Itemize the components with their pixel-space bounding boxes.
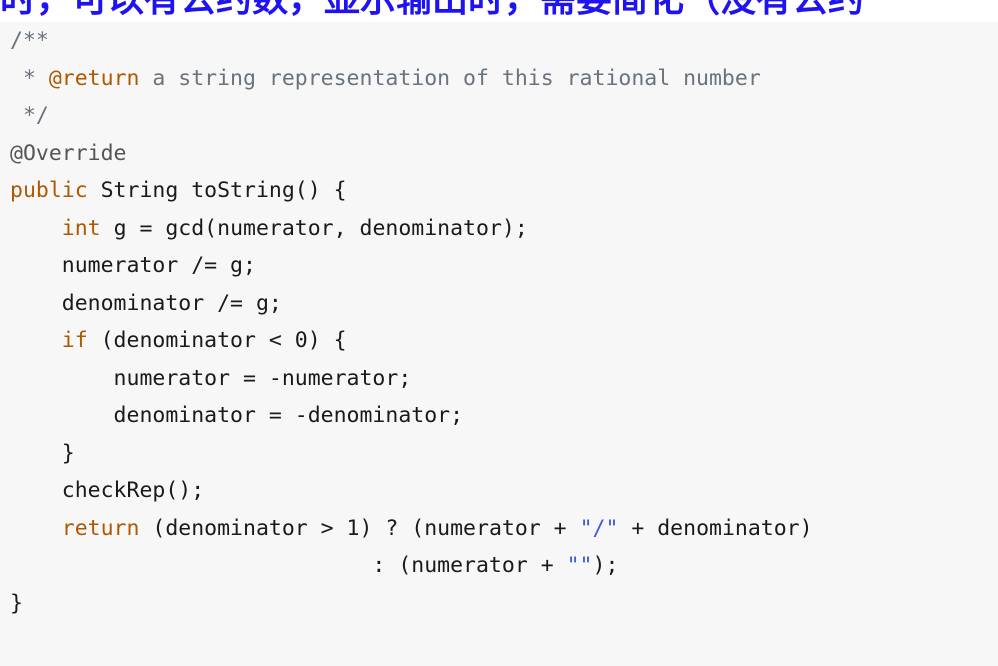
code-line: }	[10, 585, 998, 623]
code-token-plain: checkRep();	[10, 478, 205, 503]
code-token-plain: }	[10, 590, 23, 616]
code-token-kw: return	[61, 515, 140, 541]
code-line: * @return a string representation of thi…	[10, 60, 998, 98]
code-token-plain: + denominator)	[618, 515, 813, 541]
code-line: return (denominator > 1) ? (numerator + …	[10, 510, 998, 548]
code-token-anno: @Override	[10, 140, 127, 166]
code-line: @Override	[10, 135, 998, 173]
code-token-kw: public	[10, 178, 88, 203]
code-token-plain: g = gcd(numerator, denominator);	[100, 215, 528, 241]
code-token-cmt: */	[10, 103, 49, 128]
page-heading: 时，可以有公约数，显示输出时，需要简化（没有公约	[0, 0, 998, 21]
code-line: checkRep();	[10, 472, 998, 510]
code-token-plain: denominator = -denominator;	[10, 403, 464, 428]
code-token-kw: if	[61, 328, 88, 353]
code-token-plain: }	[10, 440, 75, 466]
code-token-plain: (denominator > 1) ? (numerator +	[139, 515, 580, 541]
code-token-plain: );	[592, 553, 619, 578]
code-token-str: ""	[566, 553, 593, 578]
code-token-plain	[10, 328, 62, 353]
code-token-plain	[10, 516, 62, 541]
code-token-tag: @return	[48, 65, 140, 91]
code-token-cmt: /**	[10, 28, 49, 53]
code-line: denominator /= g;	[10, 285, 998, 323]
code-token-plain: numerator /= g;	[10, 253, 256, 278]
code-line: : (numerator + "");	[10, 547, 998, 585]
code-token-str: "/"	[579, 515, 619, 541]
code-token-kw: int	[61, 215, 101, 241]
code-block: /** * @return a string representation of…	[0, 22, 998, 666]
code-line: denominator = -denominator;	[10, 397, 998, 435]
code-token-plain	[10, 216, 62, 241]
code-token-cmt: *	[10, 65, 49, 91]
code-line: numerator /= g;	[10, 247, 998, 285]
code-line: int g = gcd(numerator, denominator);	[10, 210, 998, 248]
code-line: }	[10, 435, 998, 473]
code-token-cmt: a string representation of this rational…	[139, 65, 761, 91]
code-line: public String toString() {	[10, 172, 998, 210]
code-token-plain: : (numerator +	[10, 553, 567, 578]
code-token-plain: numerator = -numerator;	[10, 365, 412, 391]
code-token-plain: String toString() {	[87, 178, 347, 203]
code-listing: /** * @return a string representation of…	[0, 22, 998, 622]
code-line: numerator = -numerator;	[10, 360, 998, 398]
code-token-plain: denominator /= g;	[10, 290, 282, 316]
code-line: /**	[10, 22, 998, 60]
code-line: if (denominator < 0) {	[10, 322, 998, 360]
code-token-plain: (denominator < 0) {	[87, 328, 347, 353]
code-line: */	[10, 97, 998, 135]
